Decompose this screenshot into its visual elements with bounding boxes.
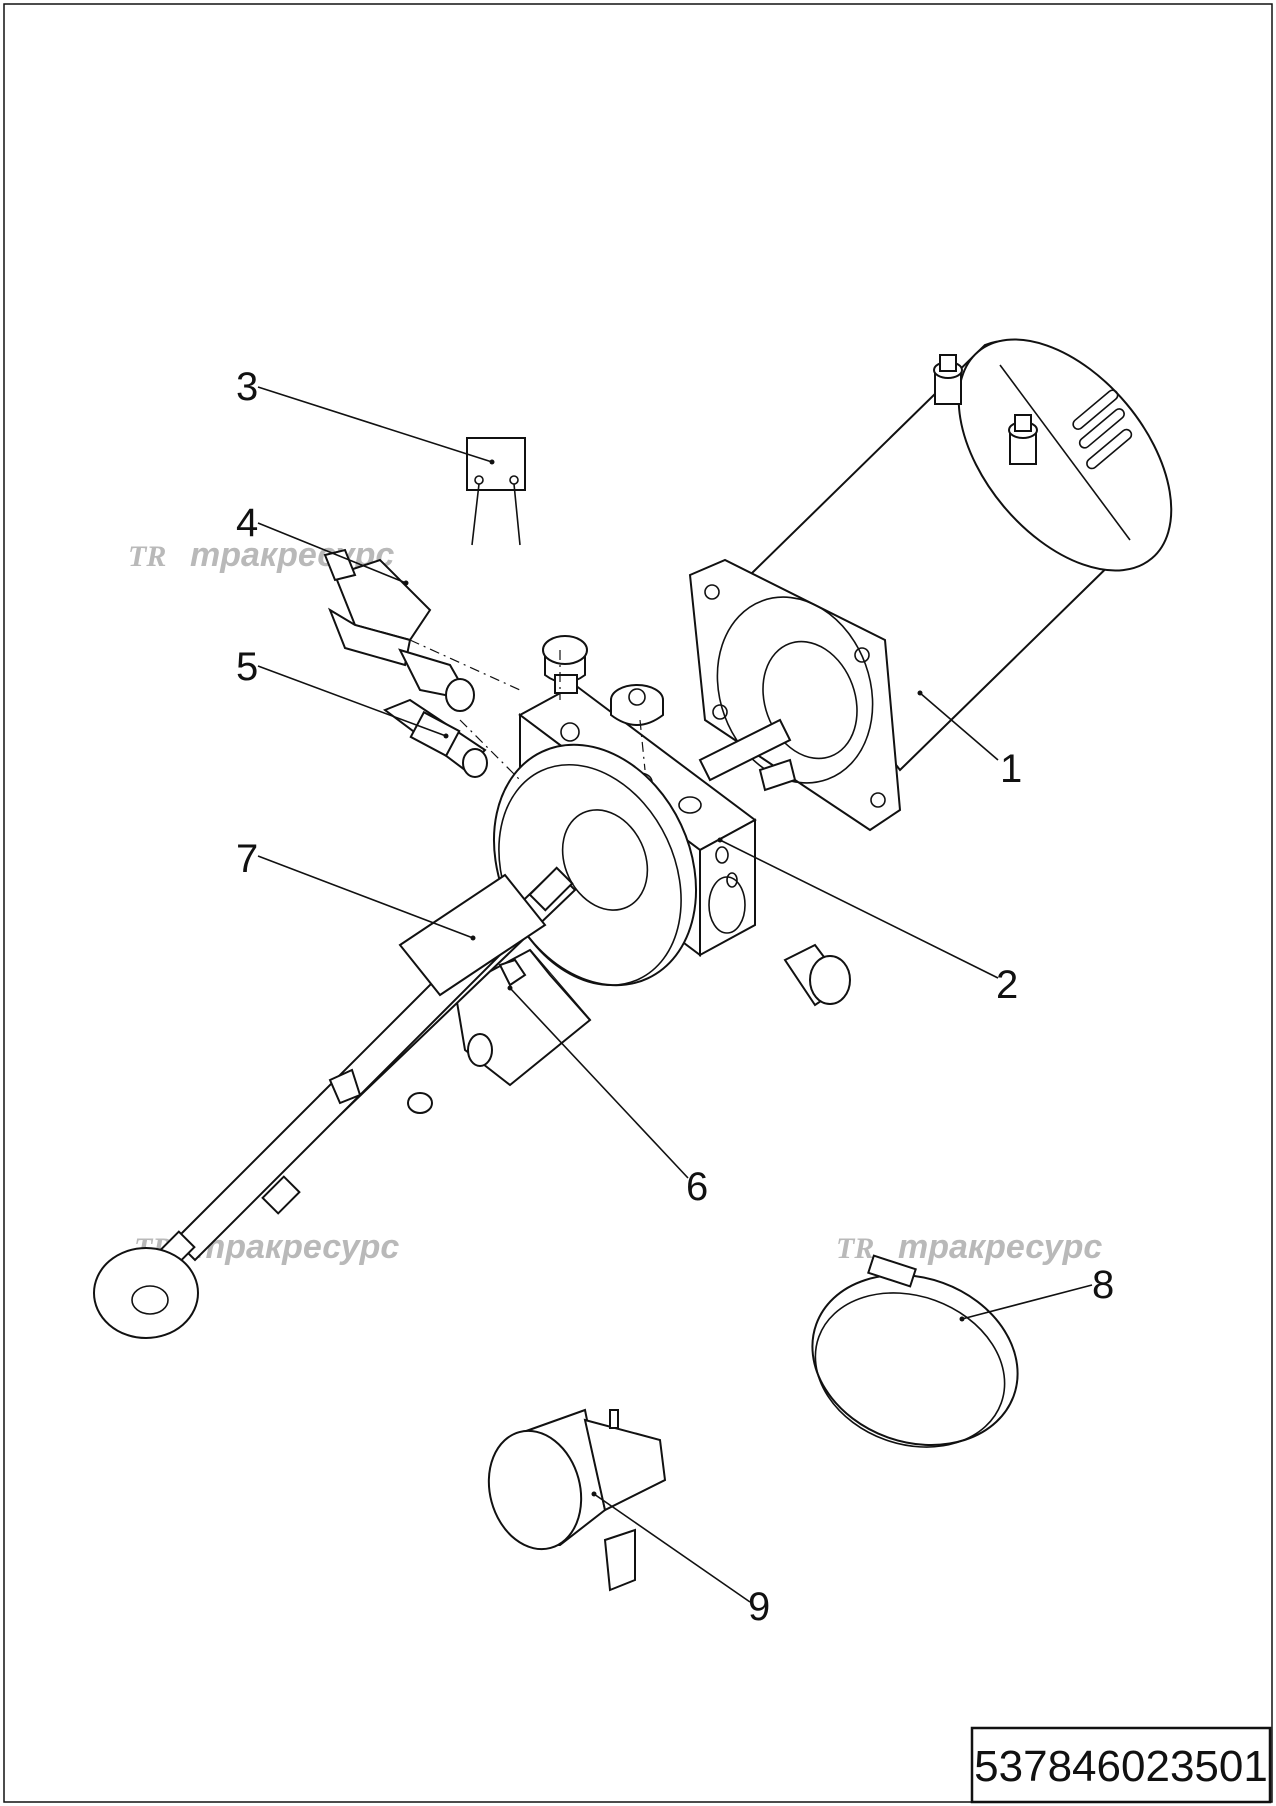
leader-lines	[257, 386, 1093, 1603]
solenoid-valve	[323, 548, 475, 712]
callout-5: 5	[236, 645, 258, 689]
motor	[688, 338, 1173, 832]
callout-6: 6	[686, 1165, 708, 1209]
pressure-switch	[487, 1408, 667, 1592]
callout-1: 1	[1000, 747, 1022, 791]
gear-pump	[407, 948, 592, 1114]
part-code-box: 537846023501	[970, 1726, 1272, 1804]
side-plug	[783, 943, 851, 1007]
callout-7: 7	[236, 837, 258, 881]
callout-9: 9	[748, 1585, 770, 1629]
callout-2: 2	[996, 963, 1018, 1007]
svg-text:тракресурс: тракресурс	[898, 1228, 1102, 1266]
callout-4: 4	[236, 501, 258, 545]
part-code: 537846023501	[974, 1742, 1268, 1791]
block-plug	[610, 684, 664, 726]
watermark-4: TR тракресурс	[836, 1228, 1102, 1266]
suction-tube	[93, 866, 577, 1339]
capacitor	[466, 437, 526, 546]
callout-3: 3	[236, 365, 258, 409]
motor-terminal-1	[933, 354, 963, 405]
svg-text:тракресурс: тракресурс	[195, 1228, 399, 1266]
sheet-border	[3, 3, 1273, 1803]
svg-text:TR: TR	[836, 1232, 874, 1265]
callout-8: 8	[1092, 1263, 1114, 1307]
svg-text:TR: TR	[128, 540, 166, 573]
hose-clamp	[811, 1254, 1019, 1448]
cartridge-valve	[382, 698, 488, 778]
breather-plug	[542, 635, 588, 694]
motor-terminal-2	[1008, 414, 1038, 465]
